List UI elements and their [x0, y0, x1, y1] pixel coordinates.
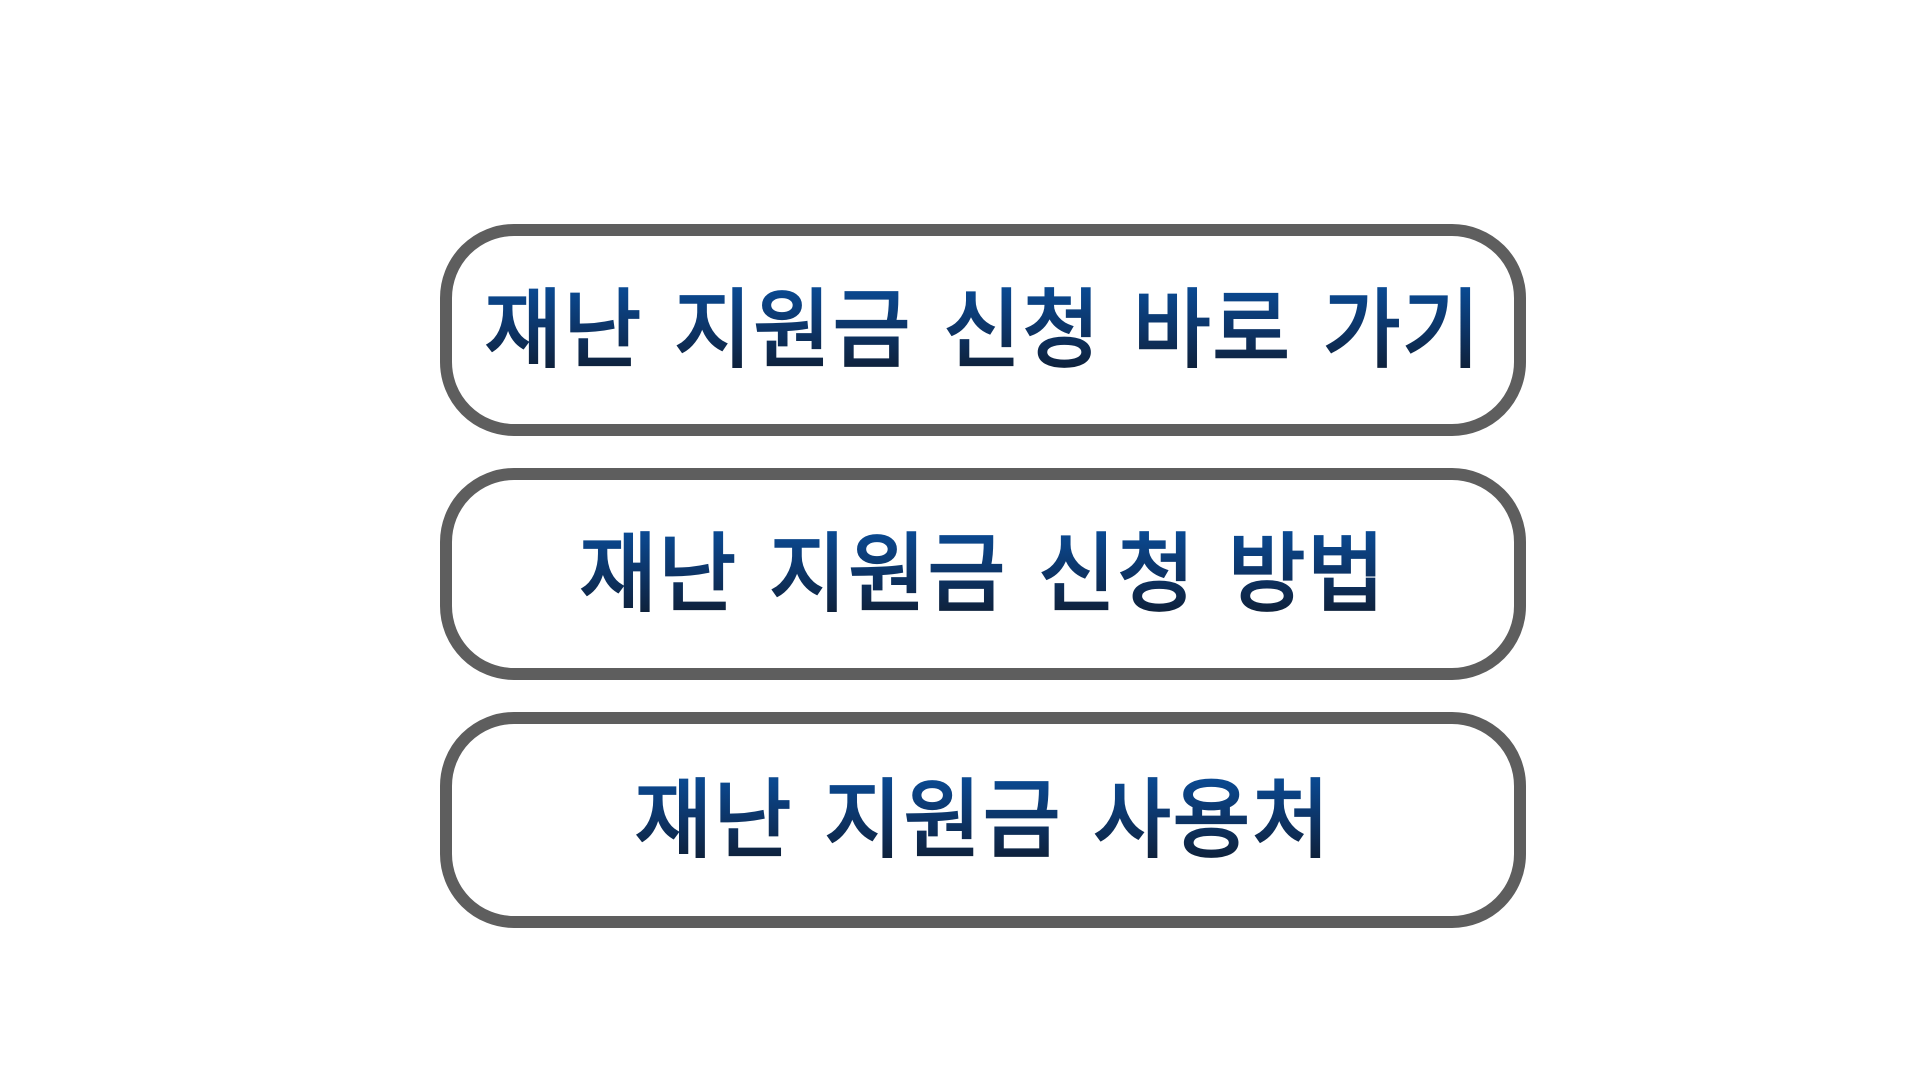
usage-places-label: 재난 지원금 사용처: [634, 770, 1332, 870]
apply-method-button[interactable]: 재난 지원금 신청 방법: [440, 468, 1526, 680]
apply-shortcut-button[interactable]: 재난 지원금 신청 바로 가기: [440, 224, 1526, 436]
usage-places-button[interactable]: 재난 지원금 사용처: [440, 712, 1526, 928]
apply-method-label: 재난 지원금 신청 방법: [579, 524, 1387, 624]
apply-shortcut-label: 재난 지원금 신청 바로 가기: [484, 280, 1482, 380]
link-menu: 재난 지원금 신청 바로 가기 재난 지원금 신청 방법 재난 지원금 사용처: [440, 224, 1526, 928]
